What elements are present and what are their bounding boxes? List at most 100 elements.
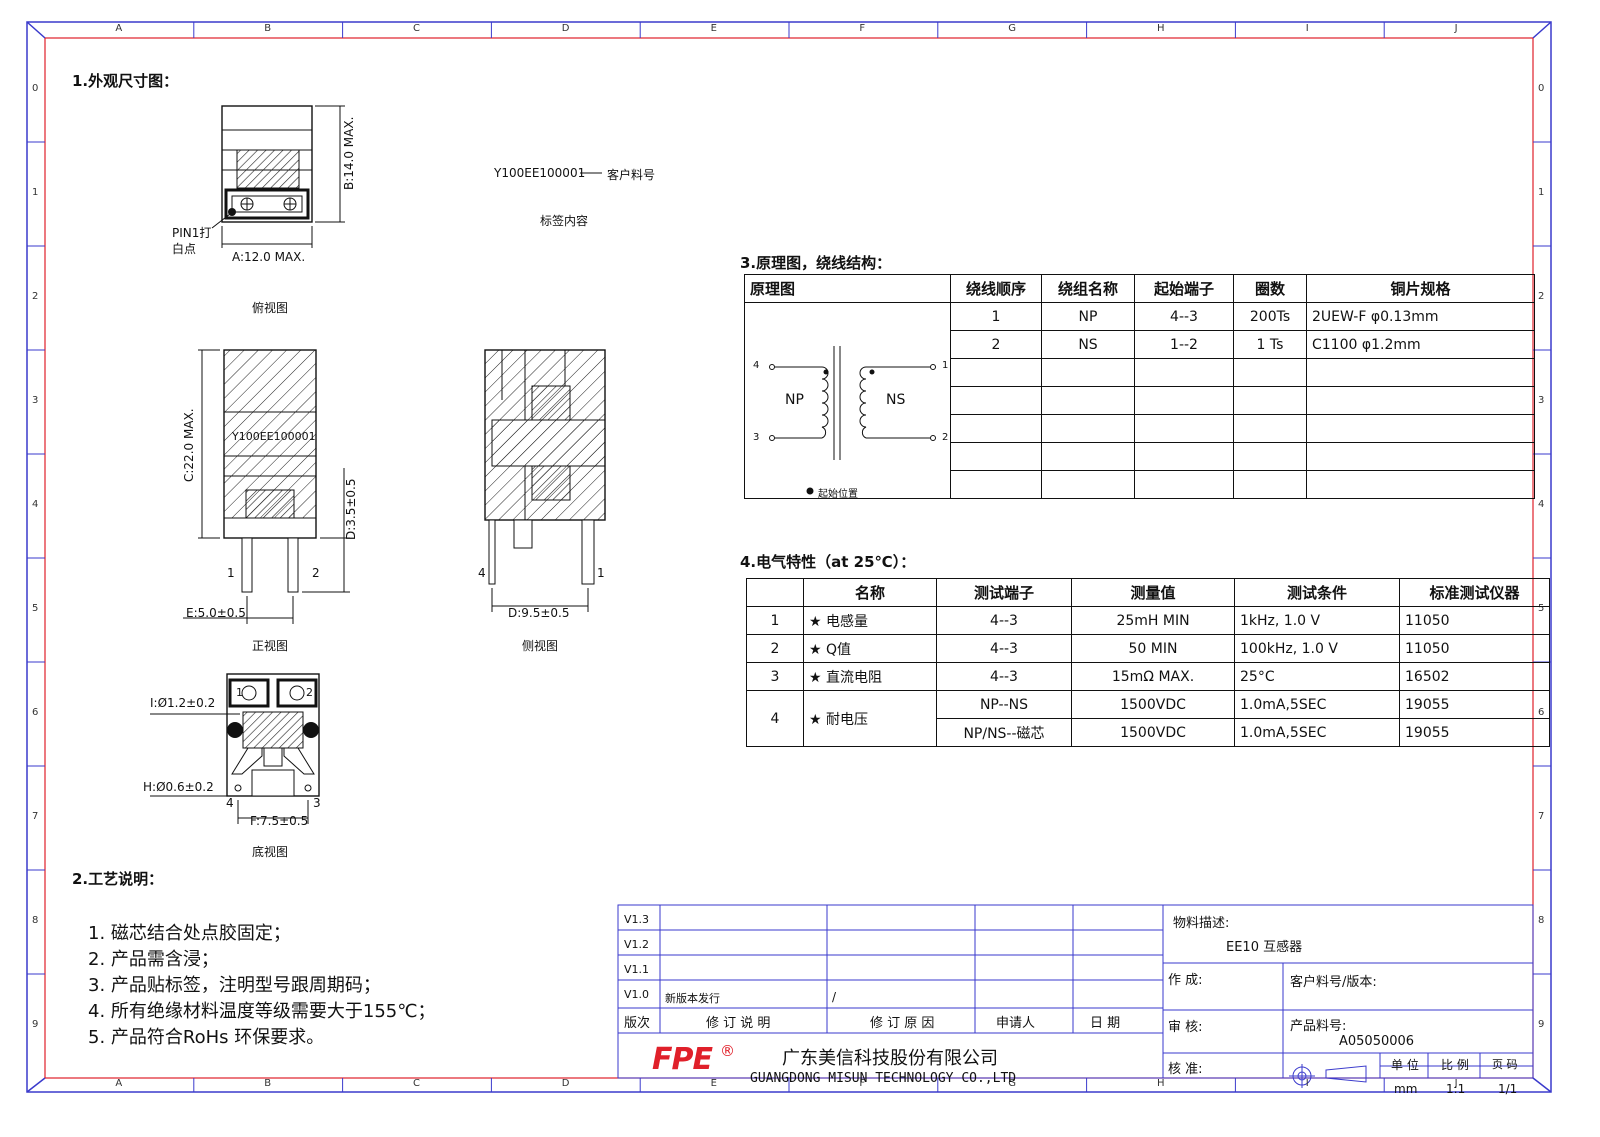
top-view-caption: 俯视图 (252, 301, 289, 315)
section4-heading: 4.电气特性（at 25℃）： (740, 553, 916, 571)
frame-row-label: 3 (1538, 395, 1545, 406)
frame-col-label: F (859, 1078, 866, 1089)
bottom-dim-i: I:Ø1.2±0.2 (150, 696, 216, 710)
frame-col-label: B (264, 1078, 272, 1089)
top-view-drawing (211, 105, 345, 248)
test-condition: 1kHz, 1.0 V (1234, 606, 1400, 635)
frame-col-label: C (413, 1078, 420, 1089)
electrical-header: 测量值 (1071, 578, 1235, 607)
frame-row-label: 3 (32, 395, 39, 406)
side-dim-d: D:9.5±0.5 (508, 606, 570, 620)
frame-row-label: 8 (1538, 915, 1545, 926)
hdr-version: 版次 (624, 1016, 651, 1031)
winding-order: 2 (950, 330, 1042, 359)
row-no: 4 (746, 690, 804, 747)
item-name: ★ 电感量 (803, 606, 937, 635)
version-v12: V1.2 (624, 938, 650, 951)
scale-label: 比 例 (1441, 1058, 1469, 1072)
process-note: 3. 产品贴标签，注明型号跟周期码； (88, 975, 381, 996)
winding-name: NP (1041, 302, 1135, 331)
test-condition: 1.0mA,5SEC (1234, 690, 1400, 719)
bottom-pin1: 1 (236, 686, 243, 699)
bottom-view-drawing (150, 673, 320, 824)
winding-header: 圈数 (1233, 274, 1307, 303)
frame-row-label: 2 (32, 291, 39, 302)
schematic-pin1: 1 (942, 360, 949, 371)
frame-row-label: 7 (32, 811, 39, 822)
winding-header: 原理图 (744, 274, 951, 303)
row-no: 1 (746, 606, 804, 635)
item-name: ★ Q值 (803, 634, 937, 663)
table-row: 2 NS 1--2 1 Ts C1100 φ1.2mm (745, 330, 1535, 359)
page-label: 页 码 (1492, 1058, 1518, 1071)
row-no: 2 (746, 634, 804, 663)
version-v13: V1.3 (624, 913, 650, 926)
side-pin-left: 4 (478, 566, 486, 580)
frame-col-label: D (561, 23, 570, 34)
top-dim-b: B:14.0 MAX. (342, 116, 356, 190)
label-desc: 客户料号 (607, 168, 656, 182)
projection-symbol-icon (1289, 1064, 1367, 1088)
frame-row-label: 5 (32, 603, 39, 614)
test-instrument: 11050 (1399, 606, 1550, 635)
frame-col-label: J (1454, 23, 1458, 34)
test-terminal: 4--3 (936, 634, 1072, 663)
material-value: EE10 互感器 (1226, 940, 1303, 955)
scale-value: 1:1 (1446, 1082, 1466, 1096)
frame-col-label: F (859, 23, 866, 34)
frame-col-label: I (1305, 23, 1309, 34)
approve-label: 核 准: (1168, 1062, 1203, 1077)
winding-order: 1 (950, 302, 1042, 331)
measured-value: 1500VDC (1071, 690, 1235, 719)
winding-spec: C1100 φ1.2mm (1306, 330, 1535, 359)
frame-row-label: 9 (1538, 1019, 1545, 1030)
table-row: 4 ★ 耐电压 NP--NS 1500VDC 1.0mA,5SEC 19055 (746, 690, 1550, 747)
winding-table: 原理图 绕线顺序 绕组名称 起始端子 圈数 铜片规格 1 NP 4--3 200… (744, 274, 1535, 499)
measured-value: 1500VDC (1071, 718, 1235, 747)
test-condition: 1.0mA,5SEC (1234, 718, 1400, 747)
test-condition: 25°C (1234, 662, 1400, 691)
side-view-caption: 侧视图 (522, 639, 559, 653)
frame-col-label: D (561, 1078, 570, 1089)
schematic-np: NP (785, 392, 804, 408)
hdr-description: 修 订 说 明 (706, 1016, 771, 1031)
material-label: 物料描述: (1173, 916, 1230, 931)
test-instrument: 19055 (1399, 690, 1550, 719)
electrical-header: 测试端子 (936, 578, 1072, 607)
bottom-pin2: 2 (306, 686, 313, 699)
frame-col-label: B (264, 23, 272, 34)
front-dim-c: C:22.0 MAX. (182, 408, 196, 482)
label-caption: 标签内容 (540, 214, 589, 228)
registered-icon: ® (720, 1042, 735, 1060)
frame-row-label: 6 (32, 707, 39, 718)
frame-row-label: 7 (1538, 811, 1545, 822)
electrical-table: 名称 测试端子 测量值 测试条件 标准测试仪器 1 ★ 电感量 4--3 25m… (746, 578, 1550, 747)
frame-row-label: 1 (32, 187, 39, 198)
front-dim-d: D:3.5±0.5 (344, 478, 358, 540)
front-pin-left: 1 (227, 566, 235, 580)
front-pin-right: 2 (312, 566, 320, 580)
process-note: 1. 磁芯结合处点胶固定； (88, 923, 291, 944)
table-row (745, 442, 1535, 471)
test-terminal: NP--NS (936, 690, 1072, 719)
table-row: 2 ★ Q值 4--3 50 MIN 100kHz, 1.0 V 11050 (746, 634, 1550, 663)
winding-header: 起始端子 (1134, 274, 1234, 303)
customer-pn-label: 客户料号/版本: (1290, 975, 1377, 990)
test-instrument: 19055 (1399, 718, 1550, 747)
test-instrument: 11050 (1399, 634, 1550, 663)
version-v11: V1.1 (624, 963, 650, 976)
test-instrument: 16502 (1399, 662, 1550, 691)
bottom-pin3: 3 (313, 796, 321, 810)
test-condition: 100kHz, 1.0 V (1234, 634, 1400, 663)
winding-header: 铜片规格 (1306, 274, 1535, 303)
pin1-line1: PIN1打 (172, 226, 212, 240)
schematic-cell (744, 302, 951, 499)
winding-terminal: 1--2 (1134, 330, 1234, 359)
version-v10: V1.0 (624, 988, 650, 1001)
side-view-drawing (484, 349, 606, 612)
table-row (745, 470, 1535, 499)
schematic-pin4: 4 (753, 360, 760, 371)
process-note: 4. 所有绝缘材料温度等级需要大于155℃； (88, 1001, 436, 1022)
electrical-header: 测试条件 (1234, 578, 1400, 607)
